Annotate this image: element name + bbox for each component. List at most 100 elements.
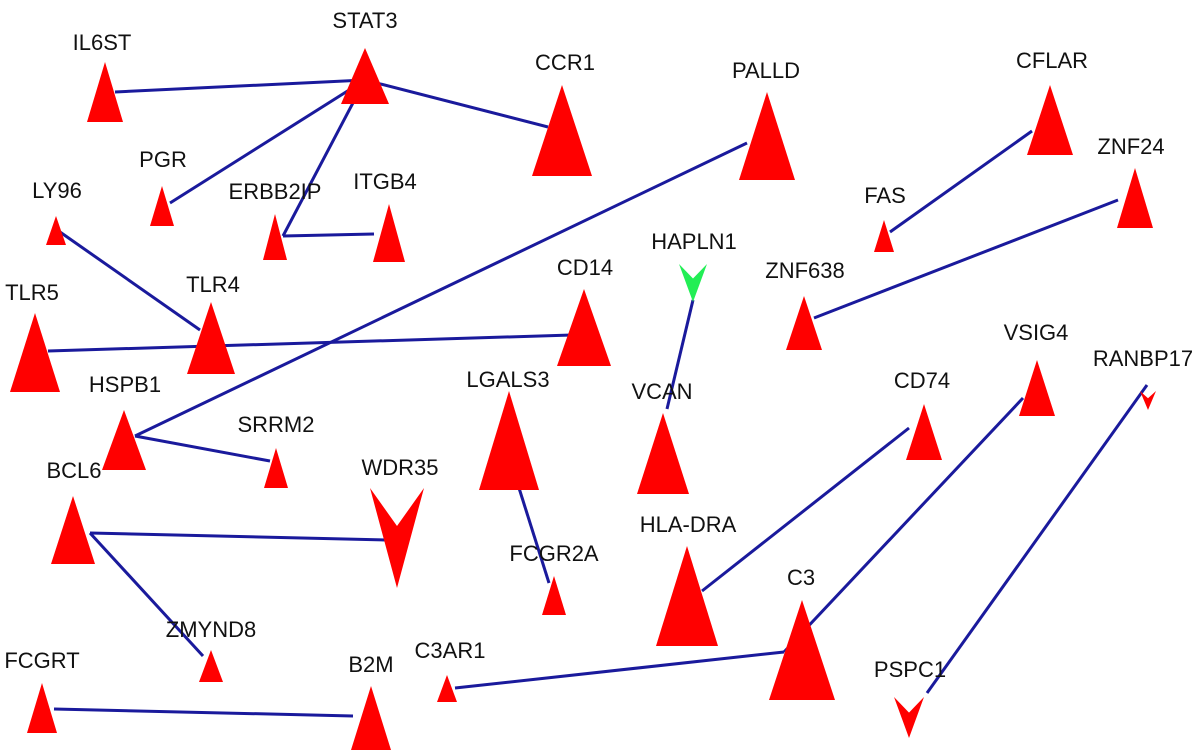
edge-il6st-stat3 bbox=[114, 78, 366, 94]
node-cd74: CD74 bbox=[894, 368, 950, 460]
node-ranbp17: RANBP17 bbox=[1093, 346, 1193, 410]
node-c3: C3 bbox=[769, 565, 835, 700]
edge-bcl6-wdr35 bbox=[89, 531, 386, 542]
node-shape-erbb2ip bbox=[263, 214, 287, 260]
node-shape-bcl6 bbox=[51, 496, 95, 564]
node-label-fcgrt: FCGRT bbox=[4, 648, 79, 673]
node-hla-dra: HLA-DRA bbox=[640, 512, 737, 646]
node-label-bcl6: BCL6 bbox=[46, 458, 101, 483]
edge-stat3-erbb2ip bbox=[281, 79, 367, 237]
node-tlr4: TLR4 bbox=[186, 272, 240, 374]
edge-ranbp17-pspc1 bbox=[925, 384, 1149, 694]
node-shape-palld bbox=[739, 92, 795, 180]
node-label-zmynd8: ZMYND8 bbox=[166, 617, 256, 642]
node-vsig4: VSIG4 bbox=[1004, 320, 1069, 416]
edge-stat3-ccr1 bbox=[364, 78, 549, 129]
node-shape-znf638 bbox=[786, 296, 822, 350]
node-fcgr2a: FCGR2A bbox=[509, 541, 599, 615]
node-label-hapln1: HAPLN1 bbox=[651, 229, 737, 254]
node-shape-hla-dra bbox=[656, 546, 718, 646]
node-shape-fas bbox=[874, 220, 894, 252]
edge-erbb2ip-itgb4 bbox=[282, 232, 375, 238]
node-itgb4: ITGB4 bbox=[353, 169, 417, 262]
node-shape-hspb1 bbox=[102, 410, 146, 470]
node-label-palld: PALLD bbox=[732, 58, 800, 83]
node-label-vsig4: VSIG4 bbox=[1004, 320, 1069, 345]
node-hspb1: HSPB1 bbox=[89, 372, 161, 470]
node-il6st: IL6ST bbox=[73, 30, 132, 122]
node-shape-ranbp17 bbox=[1140, 391, 1156, 410]
node-label-znf24: ZNF24 bbox=[1097, 134, 1164, 159]
node-label-cflar: CFLAR bbox=[1016, 48, 1088, 73]
node-shape-vcan bbox=[637, 413, 689, 494]
node-shape-vsig4 bbox=[1019, 360, 1055, 416]
node-label-fcgr2a: FCGR2A bbox=[509, 541, 599, 566]
edge-znf24-znf638 bbox=[813, 198, 1119, 320]
node-shape-ly96 bbox=[46, 216, 66, 245]
edge-c3ar1-c3 bbox=[454, 650, 785, 690]
edge-fcgrt-b2m bbox=[53, 707, 354, 718]
node-label-znf638: ZNF638 bbox=[765, 258, 844, 283]
node-shape-lgals3 bbox=[479, 391, 539, 490]
node-label-ccr1: CCR1 bbox=[535, 50, 595, 75]
edges-layer bbox=[47, 78, 1149, 718]
node-label-wdr35: WDR35 bbox=[361, 455, 438, 480]
node-srrm2: SRRM2 bbox=[237, 412, 315, 488]
node-stat3: STAT3 bbox=[332, 8, 398, 104]
edge-hspb1-srrm2 bbox=[134, 434, 271, 463]
node-label-srrm2: SRRM2 bbox=[237, 412, 314, 437]
edge-stat3-pgr bbox=[169, 78, 366, 205]
node-label-lgals3: LGALS3 bbox=[466, 367, 549, 392]
node-zmynd8: ZMYND8 bbox=[166, 617, 256, 682]
node-label-il6st: IL6ST bbox=[73, 30, 132, 55]
node-c3ar1: C3AR1 bbox=[415, 638, 486, 702]
node-label-fas: FAS bbox=[864, 183, 906, 208]
node-shape-c3ar1 bbox=[437, 675, 457, 702]
node-erbb2ip: ERBB2IP bbox=[229, 179, 322, 260]
node-shape-srrm2 bbox=[264, 448, 288, 488]
node-shape-wdr35 bbox=[370, 488, 424, 588]
node-tlr5: TLR5 bbox=[5, 280, 60, 392]
node-shape-b2m bbox=[351, 686, 391, 750]
edge-lgals3-fcgr2a bbox=[517, 487, 551, 584]
node-shape-pgr bbox=[150, 186, 174, 226]
edge-palld-hspb1 bbox=[134, 141, 748, 438]
node-ccr1: CCR1 bbox=[532, 50, 595, 176]
node-vcan: VCAN bbox=[631, 379, 693, 494]
node-label-itgb4: ITGB4 bbox=[353, 169, 417, 194]
node-cd14: CD14 bbox=[557, 255, 613, 366]
node-label-c3ar1: C3AR1 bbox=[415, 638, 486, 663]
node-label-hla-dra: HLA-DRA bbox=[640, 512, 737, 537]
node-label-tlr5: TLR5 bbox=[5, 280, 59, 305]
node-shape-fcgr2a bbox=[542, 576, 566, 615]
node-shape-itgb4 bbox=[373, 204, 405, 262]
node-fcgrt: FCGRT bbox=[4, 648, 80, 733]
node-shape-ccr1 bbox=[532, 85, 592, 176]
node-shape-cflar bbox=[1027, 85, 1073, 155]
node-label-ranbp17: RANBP17 bbox=[1093, 346, 1193, 371]
node-shape-fcgrt bbox=[27, 683, 57, 733]
node-label-pspc1: PSPC1 bbox=[874, 657, 946, 682]
edge-tlr5-cd14 bbox=[47, 333, 573, 353]
node-shape-znf24 bbox=[1117, 168, 1153, 228]
node-label-c3: C3 bbox=[787, 565, 815, 590]
node-label-stat3: STAT3 bbox=[332, 8, 397, 33]
node-pgr: PGR bbox=[139, 147, 187, 226]
node-label-pgr: PGR bbox=[139, 147, 187, 172]
node-lgals3: LGALS3 bbox=[466, 367, 550, 490]
node-znf24: ZNF24 bbox=[1097, 134, 1165, 228]
node-shape-pspc1 bbox=[894, 697, 924, 738]
node-ly96: LY96 bbox=[32, 178, 82, 245]
node-label-b2m: B2M bbox=[348, 652, 393, 677]
edge-hapln1-vcan bbox=[665, 299, 695, 410]
edge-bcl6-zmynd8 bbox=[88, 531, 205, 658]
node-label-tlr4: TLR4 bbox=[186, 272, 240, 297]
node-b2m: B2M bbox=[348, 652, 394, 750]
node-label-hspb1: HSPB1 bbox=[89, 372, 161, 397]
node-label-cd74: CD74 bbox=[894, 368, 950, 393]
node-label-erbb2ip: ERBB2IP bbox=[229, 179, 322, 204]
node-shape-tlr4 bbox=[187, 302, 235, 374]
